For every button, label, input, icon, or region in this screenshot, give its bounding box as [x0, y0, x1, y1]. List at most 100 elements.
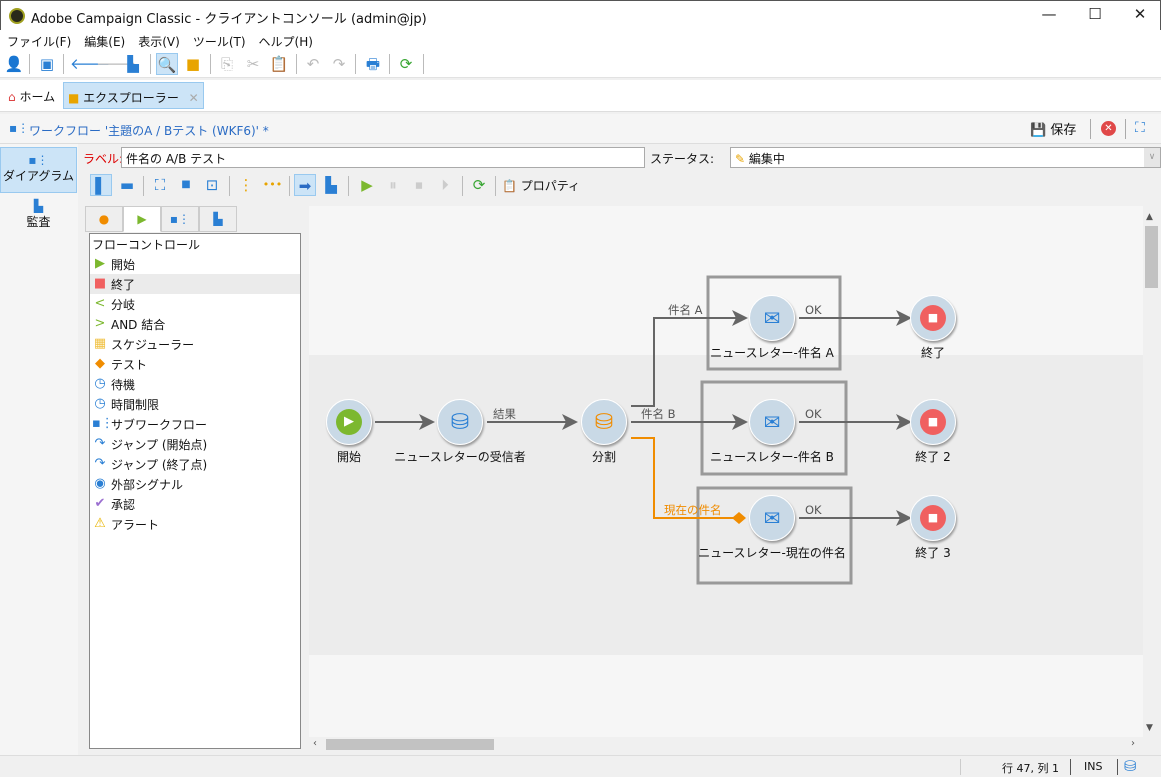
tab-home[interactable]: ⌂ ホーム	[8, 90, 56, 104]
redo-icon[interactable]: ↷	[332, 55, 346, 73]
refresh-icon[interactable]: ⟳	[472, 176, 486, 194]
node-end-1[interactable]: ■	[910, 295, 956, 341]
save-button[interactable]: 💾 保存	[1030, 123, 1077, 138]
copy-icon[interactable]: ⎘	[220, 55, 233, 73]
cut-icon[interactable]: ✂	[246, 55, 260, 73]
palette-item-subworkflow[interactable]: ▪⋮サブワークフロー	[92, 416, 208, 432]
pencil-icon: ✎	[735, 152, 746, 166]
scroll-thumb[interactable]	[326, 739, 494, 750]
palette-item-timeout[interactable]: ◷時間制限	[90, 394, 300, 414]
palette-item-alert[interactable]: ⚠アラート	[90, 514, 300, 534]
palette-item-test[interactable]: ◆テスト	[90, 354, 300, 374]
layout-vertical-icon[interactable]: ▌	[90, 174, 112, 196]
zoom-fit-icon[interactable]: ⊡	[205, 176, 219, 194]
minimize-button[interactable]: —	[1041, 5, 1057, 23]
palette-item-external-signal[interactable]: ◉外部シグナル	[90, 474, 300, 494]
close-tab-icon[interactable]: ✕	[188, 91, 199, 105]
palette-item-jump-end[interactable]: ↷ジャンプ (終了点)	[90, 454, 300, 474]
user-add-icon[interactable]: 👤	[4, 55, 24, 73]
node-newsletter-current[interactable]: ✉	[749, 495, 795, 541]
workflow-canvas[interactable]: 結果 件名 A 件名 B 現在の件名 OK OK OK ▶ 開始 ⛁ ニュースレ…	[309, 206, 1143, 737]
stop-icon[interactable]: ⏹	[415, 176, 423, 194]
node-label: ニュースレター-件名 B	[710, 450, 834, 464]
clock-icon: ◷	[94, 376, 106, 391]
database-icon: ⛁	[1124, 757, 1137, 775]
node-end-3[interactable]: ■	[910, 495, 956, 541]
horizontal-scrollbar[interactable]: ‹ ›	[309, 737, 1143, 752]
diagram-icon: ▪⋮	[28, 153, 49, 167]
edge-subject-a	[631, 310, 748, 407]
layout-horizontal-icon[interactable]: ▬	[119, 176, 135, 194]
fit-icon[interactable]: ⛶	[154, 176, 166, 194]
workflow-info-icon[interactable]: ▙	[325, 176, 337, 194]
tab-explorer[interactable]: ■ エクスプローラー ✕	[63, 82, 204, 109]
up-folder-icon[interactable]: ▙	[127, 55, 139, 73]
paste-icon[interactable]: 📋	[269, 55, 289, 73]
node-newsletter-b[interactable]: ✉	[749, 399, 795, 445]
palette-item-end[interactable]: ■終了	[90, 274, 300, 294]
properties-button[interactable]: 📋 プロパティ	[502, 179, 581, 193]
diamond-icon: ◆	[95, 356, 105, 371]
print-icon[interactable]: 🖶	[365, 55, 381, 73]
pause-icon[interactable]: ⏸	[389, 176, 397, 194]
node-start[interactable]: ▶	[326, 399, 372, 445]
scroll-thumb[interactable]	[1145, 226, 1158, 288]
menu-view[interactable]: 表示(V)	[138, 35, 180, 49]
palette-tab-events[interactable]: ▙	[199, 206, 237, 232]
refresh-icon[interactable]: ⟳	[399, 55, 413, 73]
node-recipients[interactable]: ⛁	[437, 399, 483, 445]
edges-layer	[375, 275, 912, 585]
folder-icon[interactable]: ■	[185, 55, 201, 73]
close-button[interactable]: ✕	[1133, 5, 1147, 23]
node-end-2[interactable]: ■	[910, 399, 956, 445]
main-toolbar: 👤 ▣ 🡐 🡒 ▙ 🔍 ■ ⎘ ✂ 📋 ↶ ↷ 🖶 ⟳	[0, 50, 1161, 78]
node-newsletter-a[interactable]: ✉	[749, 295, 795, 341]
label-input[interactable]: 件名の A/B テスト	[121, 147, 645, 168]
palette-tab-actions[interactable]: ▪⋮	[161, 206, 199, 232]
vertical-scrollbar[interactable]: ▲ ▼	[1143, 206, 1160, 737]
back-icon[interactable]: 🡐	[70, 55, 111, 73]
edge-label-subject-a: 件名 A	[668, 303, 703, 317]
cancel-icon[interactable]: ✕	[1101, 121, 1116, 136]
step-icon[interactable]: ⏵	[441, 176, 449, 194]
title-bar: Adobe Campaign Classic - クライアントコンソール (ad…	[0, 0, 1161, 30]
maximize-button[interactable]: ☐	[1088, 5, 1102, 23]
panel-icon[interactable]: ▣	[39, 55, 55, 73]
connect-icon[interactable]: ➡	[294, 174, 316, 196]
palette-item-scheduler[interactable]: ▦スケジューラー	[93, 336, 195, 352]
undo-icon[interactable]: ↶	[306, 55, 320, 73]
palette-item-wait[interactable]: ◷待機	[90, 374, 300, 394]
email-delivery-icon: ✉	[763, 306, 781, 330]
search-icon[interactable]: 🔍	[156, 53, 178, 75]
menu-tools[interactable]: ツール(T)	[192, 35, 246, 49]
menu-help[interactable]: ヘルプ(H)	[258, 35, 313, 49]
actual-size-icon[interactable]: ■	[181, 179, 191, 190]
palette-item-and-join[interactable]: >AND 結合	[90, 314, 300, 334]
nav-audit[interactable]: ▙監査	[0, 199, 77, 245]
status-select[interactable]: ✎ 編集中∨	[730, 147, 1161, 168]
node-label: 終了 2	[915, 450, 951, 464]
workflow-header: ▪⋮ ワークフロー '主題のA / Bテスト (WKF6)' * 💾 保存 ✕ …	[0, 114, 1161, 144]
start-icon[interactable]: ▶	[361, 176, 373, 194]
palette-item-fork[interactable]: <分岐	[90, 294, 300, 314]
palette-tab-targeting[interactable]: ●	[85, 206, 123, 232]
horizontal-align-icon[interactable]: •••	[262, 178, 283, 191]
menu-file[interactable]: ファイル(F)	[7, 35, 72, 49]
window-title: Adobe Campaign Classic - クライアントコンソール (ad…	[31, 12, 427, 27]
vertical-align-icon[interactable]: ⋮	[238, 176, 254, 194]
workflow-icon: ▪⋮	[9, 121, 30, 135]
nav-diagram[interactable]: ▪⋮ダイアグラム	[0, 147, 77, 193]
fullscreen-icon[interactable]: ⛶	[1135, 120, 1145, 136]
node-split[interactable]: ⛁	[581, 399, 627, 445]
palette-item-start[interactable]: ▶開始	[90, 254, 300, 274]
palette-item-jump-start[interactable]: ↷ジャンプ (開始点)	[90, 434, 300, 454]
connection-handle-icon	[732, 512, 746, 524]
menu-edit[interactable]: 編集(E)	[84, 35, 126, 49]
label-caption: ラベル:	[83, 152, 124, 166]
palette-item-approval[interactable]: ✔承認	[90, 494, 300, 514]
chevron-down-icon[interactable]: ∨	[1144, 148, 1160, 167]
fork-icon: <	[94, 296, 106, 311]
forward-icon[interactable]: 🡒	[96, 55, 137, 73]
clock-icon: ◷	[94, 396, 106, 411]
palette-tab-flow-control[interactable]: ▶	[123, 206, 161, 232]
